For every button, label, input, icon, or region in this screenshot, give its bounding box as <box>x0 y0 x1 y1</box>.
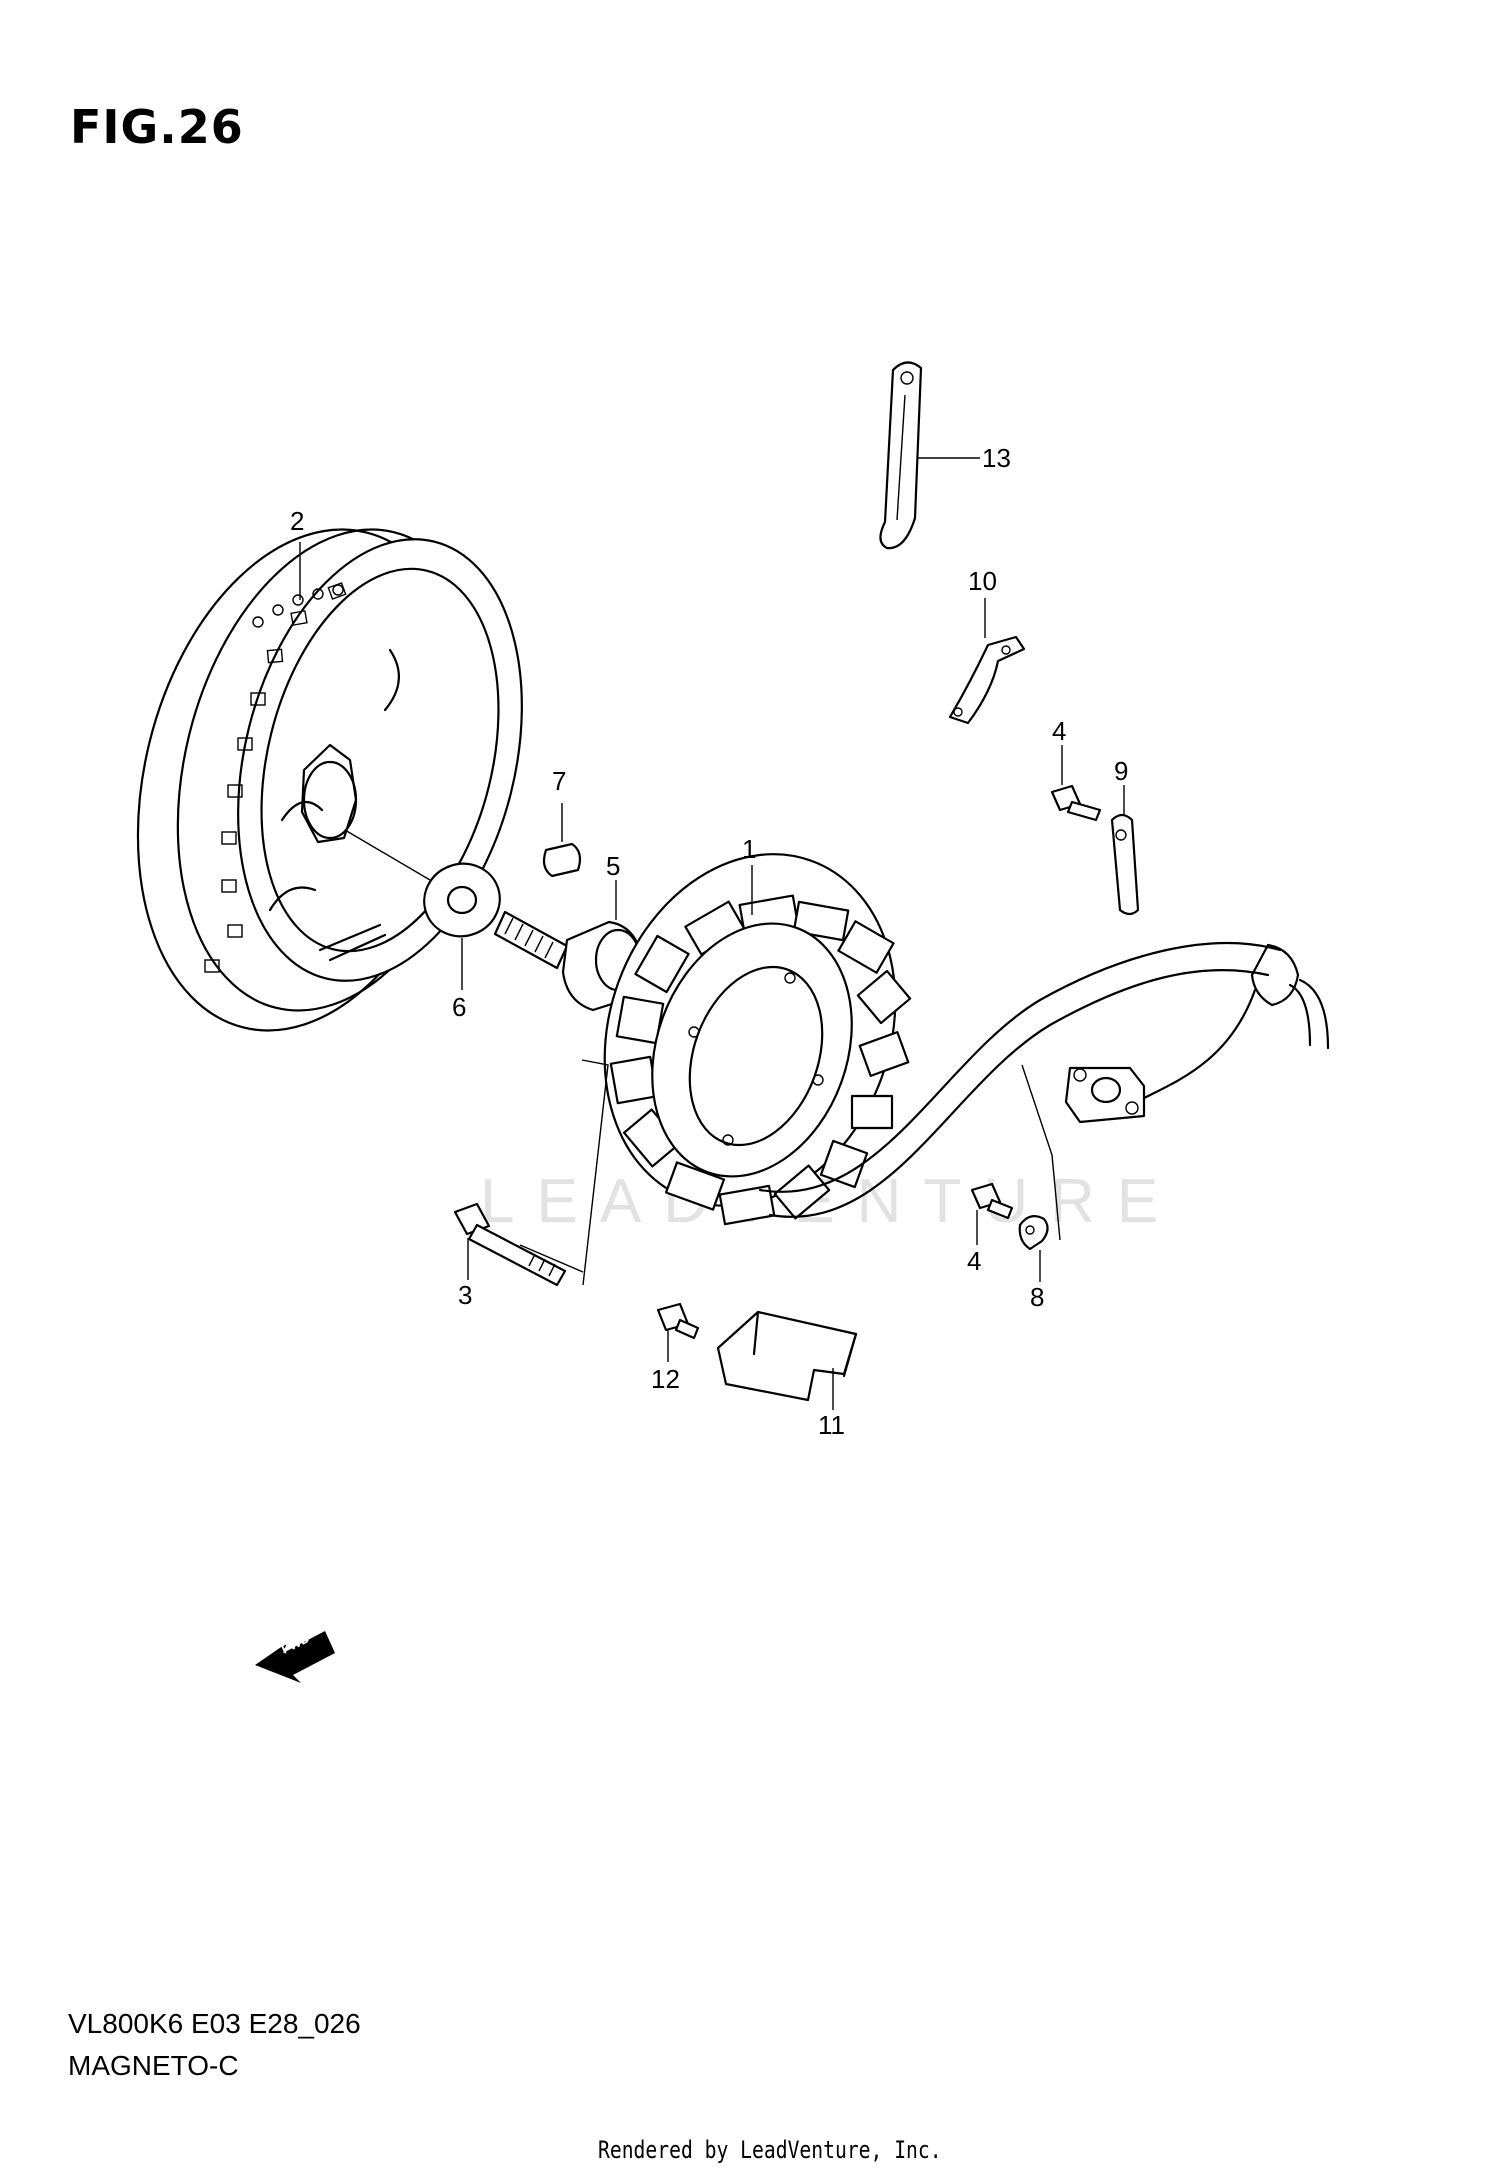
stator-wire-harness[interactable] <box>758 941 1330 1218</box>
clamp-part-8[interactable] <box>1018 1214 1049 1251</box>
key-part-7[interactable] <box>542 842 582 878</box>
axis-leader-rotor <box>344 829 431 881</box>
callout-part-6[interactable]: 6 <box>452 992 466 1022</box>
bracket-part-11[interactable] <box>716 1310 858 1402</box>
fwd-direction-arrow: FWD <box>255 1630 335 1683</box>
callout-part-7[interactable]: 7 <box>552 766 566 796</box>
section-name: MAGNETO-C <box>68 2050 239 2081</box>
strap-part-9[interactable] <box>1110 813 1140 916</box>
callout-part-1[interactable]: 1 <box>742 834 756 864</box>
strap-part-13[interactable] <box>879 361 923 550</box>
stator-bolt-part-3[interactable] <box>453 1202 567 1287</box>
screw-part-12[interactable] <box>656 1302 700 1340</box>
stator-part-1[interactable] <box>557 813 943 1247</box>
model-code: VL800K6 E03 E28_026 <box>68 2008 361 2039</box>
callout-part-11[interactable]: 11 <box>818 1410 845 1440</box>
callout-part-5[interactable]: 5 <box>606 851 620 881</box>
callout-part-13[interactable]: 13 <box>982 443 1011 473</box>
callout-part-10[interactable]: 10 <box>968 566 997 596</box>
callout-part-4-lower[interactable]: 4 <box>967 1246 981 1276</box>
callout-part-8[interactable]: 8 <box>1030 1282 1044 1312</box>
callout-part-3[interactable]: 3 <box>458 1280 472 1310</box>
stator-coil-teeth <box>609 894 912 1226</box>
callout-part-9[interactable]: 9 <box>1114 756 1128 786</box>
screw-part-4-lower[interactable] <box>970 1182 1014 1220</box>
pickup-coil[interactable] <box>1064 1066 1146 1124</box>
callout-part-4-upper[interactable]: 4 <box>1052 716 1066 746</box>
rotor-magnet-slots <box>204 582 347 973</box>
render-credit: Rendered by LeadVenture, Inc. <box>598 2136 942 2164</box>
figure-title: FIG.26 <box>70 100 244 154</box>
washer-part-6[interactable] <box>414 853 510 947</box>
wire-clamp-part-10[interactable] <box>948 635 1026 725</box>
assembly-guide-lines <box>519 1059 1061 1286</box>
flywheel-rotor-part-2[interactable] <box>88 494 565 1066</box>
callout-part-2[interactable]: 2 <box>290 506 304 536</box>
screw-part-4-upper[interactable] <box>1050 784 1102 822</box>
callout-part-12[interactable]: 12 <box>651 1364 680 1394</box>
